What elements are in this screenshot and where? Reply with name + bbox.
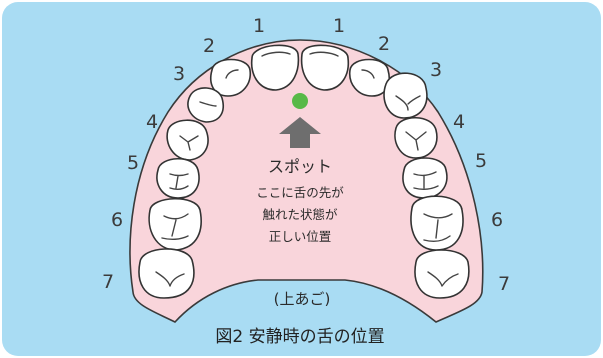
tooth-left-6 bbox=[148, 198, 202, 251]
spot-marker bbox=[292, 93, 308, 109]
tooth-number-right-3: 3 bbox=[430, 59, 442, 81]
spot-title: スポット bbox=[268, 157, 332, 176]
spot-description-line-3: 正しい位置 bbox=[269, 229, 332, 244]
tooth-right-1 bbox=[300, 44, 350, 91]
palate-label: (上あご) bbox=[274, 290, 331, 308]
tooth-number-left-3: 3 bbox=[173, 63, 185, 85]
tooth-left-7 bbox=[138, 248, 195, 299]
tooth-right-7 bbox=[414, 249, 470, 299]
tooth-right-5 bbox=[402, 157, 448, 199]
tooth-number-left-4: 4 bbox=[146, 111, 158, 133]
tooth-number-right-6: 6 bbox=[491, 209, 503, 231]
tooth-numbers-left: 1 2 3 4 5 6 7 bbox=[102, 15, 265, 293]
figure-caption: 図2 安静時の舌の位置 bbox=[215, 327, 384, 347]
teeth-right bbox=[300, 44, 470, 299]
tooth-number-left-7: 7 bbox=[102, 271, 114, 293]
tooth-number-right-5: 5 bbox=[475, 150, 487, 172]
tooth-number-left-6: 6 bbox=[111, 209, 123, 231]
spot-description-line-1: ここに舌の先が bbox=[256, 185, 344, 200]
tooth-number-right-7: 7 bbox=[498, 273, 510, 295]
tooth-number-left-2: 2 bbox=[203, 35, 215, 57]
teeth-left bbox=[138, 44, 300, 299]
tooth-right-6 bbox=[410, 195, 464, 251]
tooth-left-3 bbox=[187, 87, 224, 123]
tooth-number-left-5: 5 bbox=[127, 152, 139, 174]
tooth-right-3 bbox=[383, 72, 428, 119]
tooth-left-2 bbox=[210, 58, 252, 97]
tooth-number-right-4: 4 bbox=[453, 111, 465, 133]
tooth-right-4 bbox=[394, 116, 438, 159]
tooth-number-right-1: 1 bbox=[333, 15, 345, 37]
arrow-up-icon bbox=[279, 117, 321, 148]
tooth-numbers-right: 1 2 3 4 5 6 7 bbox=[333, 15, 510, 295]
tooth-number-left-1: 1 bbox=[253, 15, 265, 37]
tooth-left-4 bbox=[166, 119, 209, 161]
tooth-left-5 bbox=[156, 158, 200, 199]
tooth-left-1 bbox=[250, 44, 300, 91]
spot-description-line-2: 触れた状態が bbox=[262, 207, 338, 222]
tooth-number-right-2: 2 bbox=[378, 33, 390, 55]
